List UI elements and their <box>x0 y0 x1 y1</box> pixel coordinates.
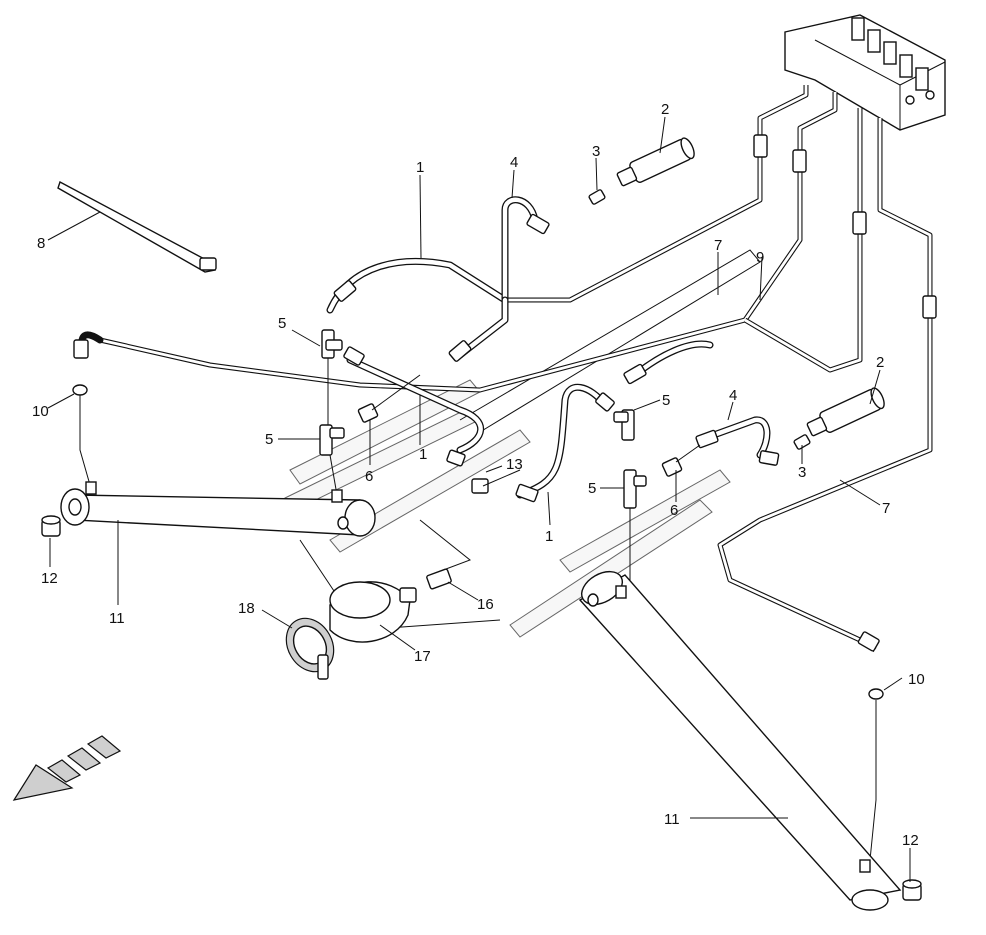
label-16: 16 <box>477 596 494 613</box>
left-elbow-fitting <box>73 331 104 359</box>
accumulator <box>329 568 452 643</box>
label-10-right: 10 <box>908 671 925 688</box>
cable-tie <box>57 180 217 273</box>
label-18: 18 <box>238 600 255 617</box>
hydraulic-cylinder-left <box>60 481 376 537</box>
pipe-end-nuts <box>753 134 937 652</box>
label-1-top: 1 <box>416 159 424 176</box>
adapters <box>588 189 811 450</box>
label-1-middle: 1 <box>419 446 427 463</box>
label-2-top: 2 <box>661 101 669 118</box>
label-9: 9 <box>756 249 764 266</box>
label-7-right: 7 <box>882 500 890 517</box>
cylinder-feed-lines <box>79 358 877 861</box>
check-valves <box>616 137 885 437</box>
label-11-right: 11 <box>664 811 680 828</box>
direction-arrow <box>12 735 122 801</box>
hose-fittings <box>333 213 780 503</box>
washers <box>72 384 884 700</box>
label-13: 13 <box>506 456 523 473</box>
label-5-right-high: 5 <box>662 392 670 409</box>
label-5-lower-left: 5 <box>265 431 273 448</box>
label-4-right: 4 <box>729 387 737 404</box>
label-8: 8 <box>37 235 45 252</box>
leader-lines <box>47 116 911 882</box>
bushings <box>41 515 922 901</box>
label-12-left: 12 <box>41 570 58 587</box>
label-1-right: 1 <box>545 528 553 545</box>
callout-labels: 1 1 1 2 2 3 3 4 4 5 5 5 5 6 6 7 7 8 9 10… <box>32 101 925 849</box>
hydraulic-cylinder-right <box>578 570 902 911</box>
label-4-top: 4 <box>510 154 518 171</box>
label-5-right-low: 5 <box>588 480 596 497</box>
label-10-left: 10 <box>32 403 49 420</box>
label-3-top: 3 <box>592 143 600 160</box>
hose-clamp <box>285 617 335 680</box>
label-5-upper-left: 5 <box>278 315 286 332</box>
label-12-right: 12 <box>902 832 919 849</box>
label-6-right: 6 <box>670 502 678 519</box>
label-11-left: 11 <box>109 610 125 627</box>
label-3-right: 3 <box>798 464 806 481</box>
frame-background <box>284 249 761 638</box>
control-valve-block <box>784 14 946 131</box>
label-2-right: 2 <box>876 354 884 371</box>
label-7-top: 7 <box>714 237 722 254</box>
label-17: 17 <box>414 648 431 665</box>
tee-fittings <box>319 329 683 509</box>
label-6-left: 6 <box>365 468 373 485</box>
